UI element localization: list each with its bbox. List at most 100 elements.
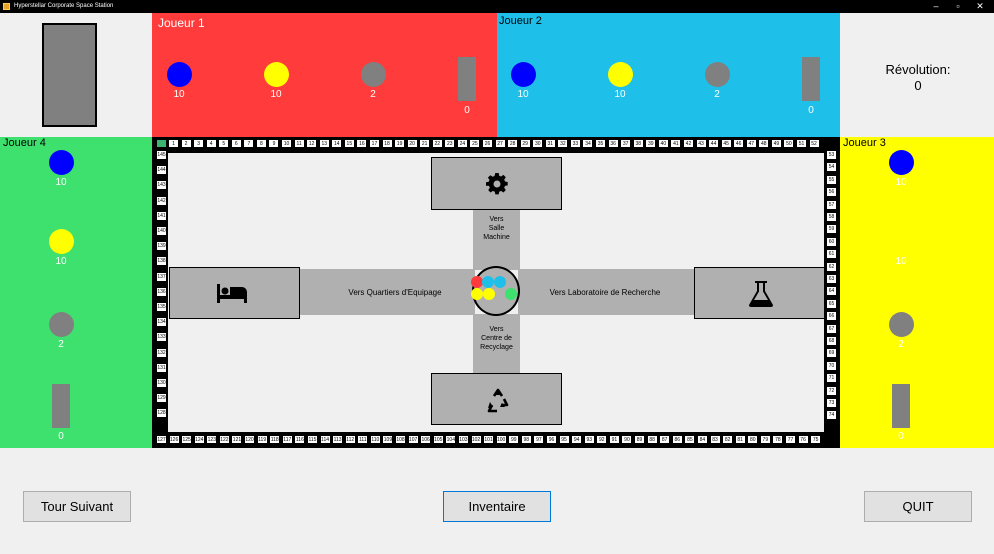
board-cell[interactable] — [156, 139, 167, 148]
board-cell[interactable]: 28 — [507, 139, 519, 148]
player-3-blue-token[interactable] — [889, 150, 914, 175]
player-1-blue-token[interactable] — [167, 62, 192, 87]
player-3-card-slot[interactable] — [892, 384, 910, 428]
board-cell[interactable]: 40 — [657, 139, 669, 148]
maximize-button[interactable]: ▫ — [956, 1, 960, 11]
board-cell[interactable]: 88 — [646, 435, 658, 444]
inventory-button[interactable]: Inventaire — [443, 491, 551, 522]
board-cell[interactable]: 113 — [332, 435, 344, 444]
board-cell[interactable]: 57 — [826, 199, 837, 210]
board-cell[interactable]: 61 — [826, 249, 837, 260]
board-cell[interactable]: 10 — [281, 139, 293, 148]
board-cell[interactable]: 138 — [156, 256, 167, 267]
minimize-button[interactable]: – — [933, 1, 939, 11]
board-cell[interactable]: 133 — [156, 332, 167, 343]
board-cell[interactable]: 64 — [826, 286, 837, 297]
board-cell[interactable]: 37 — [620, 139, 632, 148]
board-cell[interactable]: 118 — [269, 435, 281, 444]
board-cell[interactable]: 120 — [244, 435, 256, 444]
board-cell[interactable]: 124 — [193, 435, 205, 444]
quit-button[interactable]: QUIT — [864, 491, 972, 522]
board-cell[interactable]: 51 — [796, 139, 807, 148]
player-4-gray-token[interactable] — [49, 312, 74, 337]
board-cell[interactable]: 130 — [156, 378, 167, 388]
board-cell[interactable]: 34 — [582, 139, 594, 148]
board-cell[interactable]: 18 — [381, 139, 393, 148]
board-cell[interactable]: 134 — [156, 317, 167, 328]
board-cell[interactable]: 60 — [826, 236, 837, 247]
board-cell[interactable]: 45 — [720, 139, 732, 148]
board-cell[interactable]: 98 — [520, 435, 532, 444]
board-cell[interactable]: 114 — [319, 435, 331, 444]
room-research-lab[interactable] — [694, 267, 825, 319]
draw-deck[interactable] — [42, 23, 97, 127]
board-cell[interactable]: 93 — [583, 435, 595, 444]
board-cell[interactable]: 97 — [533, 435, 545, 444]
board-cell[interactable]: 50 — [783, 139, 795, 148]
board-cell[interactable]: 140 — [156, 226, 167, 236]
board-cell[interactable]: 17 — [368, 139, 380, 148]
board-cell[interactable]: 39 — [645, 139, 657, 148]
board-cell[interactable]: 11 — [293, 139, 305, 148]
board-cell[interactable]: 53 — [826, 150, 837, 160]
board-cell[interactable]: 101 — [483, 435, 495, 444]
board-cell[interactable]: 115 — [306, 435, 318, 444]
board-cell[interactable]: 16 — [356, 139, 368, 148]
board-cell[interactable]: 139 — [156, 241, 167, 252]
board-cell[interactable]: 35 — [595, 139, 607, 148]
board-cell[interactable]: 79 — [759, 435, 771, 444]
player-pawn[interactable] — [483, 288, 495, 300]
board-cell[interactable]: 7 — [243, 139, 255, 148]
board-cell[interactable]: 44 — [708, 139, 720, 148]
board-cell[interactable]: 78 — [772, 435, 784, 444]
board-cell[interactable]: 1 — [168, 139, 179, 148]
board-cell[interactable]: 123 — [206, 435, 218, 444]
board-cell[interactable]: 87 — [659, 435, 671, 444]
board-cell[interactable]: 48 — [758, 139, 770, 148]
board-cell[interactable]: 135 — [156, 302, 167, 312]
board-cell[interactable]: 55 — [826, 174, 837, 185]
board-cell[interactable]: 12 — [306, 139, 318, 148]
player-pawn[interactable] — [471, 288, 483, 300]
player-3-yellow-token[interactable] — [889, 229, 914, 254]
board-cell[interactable]: 106 — [420, 435, 432, 444]
player-pawn[interactable] — [494, 276, 506, 288]
player-2-gray-token[interactable] — [705, 62, 730, 87]
board-cell[interactable]: 112 — [344, 435, 356, 444]
player-4-blue-token[interactable] — [49, 150, 74, 175]
board-cell[interactable]: 9 — [268, 139, 280, 148]
board-cell[interactable]: 80 — [747, 435, 759, 444]
player-pawn[interactable] — [505, 288, 517, 300]
player-pawn[interactable] — [471, 276, 483, 288]
board-cell[interactable]: 14 — [331, 139, 343, 148]
board-cell[interactable]: 63 — [826, 274, 837, 284]
board-cell[interactable]: 81 — [734, 435, 746, 444]
board-cell[interactable]: 20 — [406, 139, 418, 148]
board-cell[interactable]: 22 — [431, 139, 443, 148]
board-cell[interactable]: 96 — [545, 435, 557, 444]
board-cell[interactable]: 90 — [621, 435, 633, 444]
board-cell[interactable]: 8 — [255, 139, 267, 148]
board-cell[interactable]: 143 — [156, 180, 167, 191]
board-cell[interactable]: 92 — [596, 435, 608, 444]
board-cell[interactable]: 85 — [684, 435, 696, 444]
board-cell[interactable]: 31 — [544, 139, 556, 148]
board-cell[interactable]: 107 — [407, 435, 419, 444]
board-cell[interactable]: 144 — [156, 165, 167, 176]
board-cell[interactable]: 21 — [419, 139, 431, 148]
board-cell[interactable]: 84 — [696, 435, 708, 444]
board-cell[interactable]: 127 — [156, 435, 167, 444]
board-cell[interactable]: 19 — [394, 139, 406, 148]
board-cell[interactable]: 15 — [343, 139, 355, 148]
board-cell[interactable]: 54 — [826, 162, 837, 173]
board-cell[interactable]: 26 — [482, 139, 493, 148]
board-cell[interactable]: 136 — [156, 286, 167, 297]
board-cell[interactable]: 82 — [722, 435, 734, 444]
board-cell[interactable]: 121 — [231, 435, 243, 444]
board-cell[interactable]: 129 — [156, 393, 167, 404]
board-cell[interactable]: 105 — [432, 435, 444, 444]
board-cell[interactable]: 125 — [181, 435, 193, 444]
board-cell[interactable]: 5 — [218, 139, 230, 148]
board-cell[interactable]: 104 — [445, 435, 457, 444]
board-cell[interactable]: 86 — [671, 435, 683, 444]
